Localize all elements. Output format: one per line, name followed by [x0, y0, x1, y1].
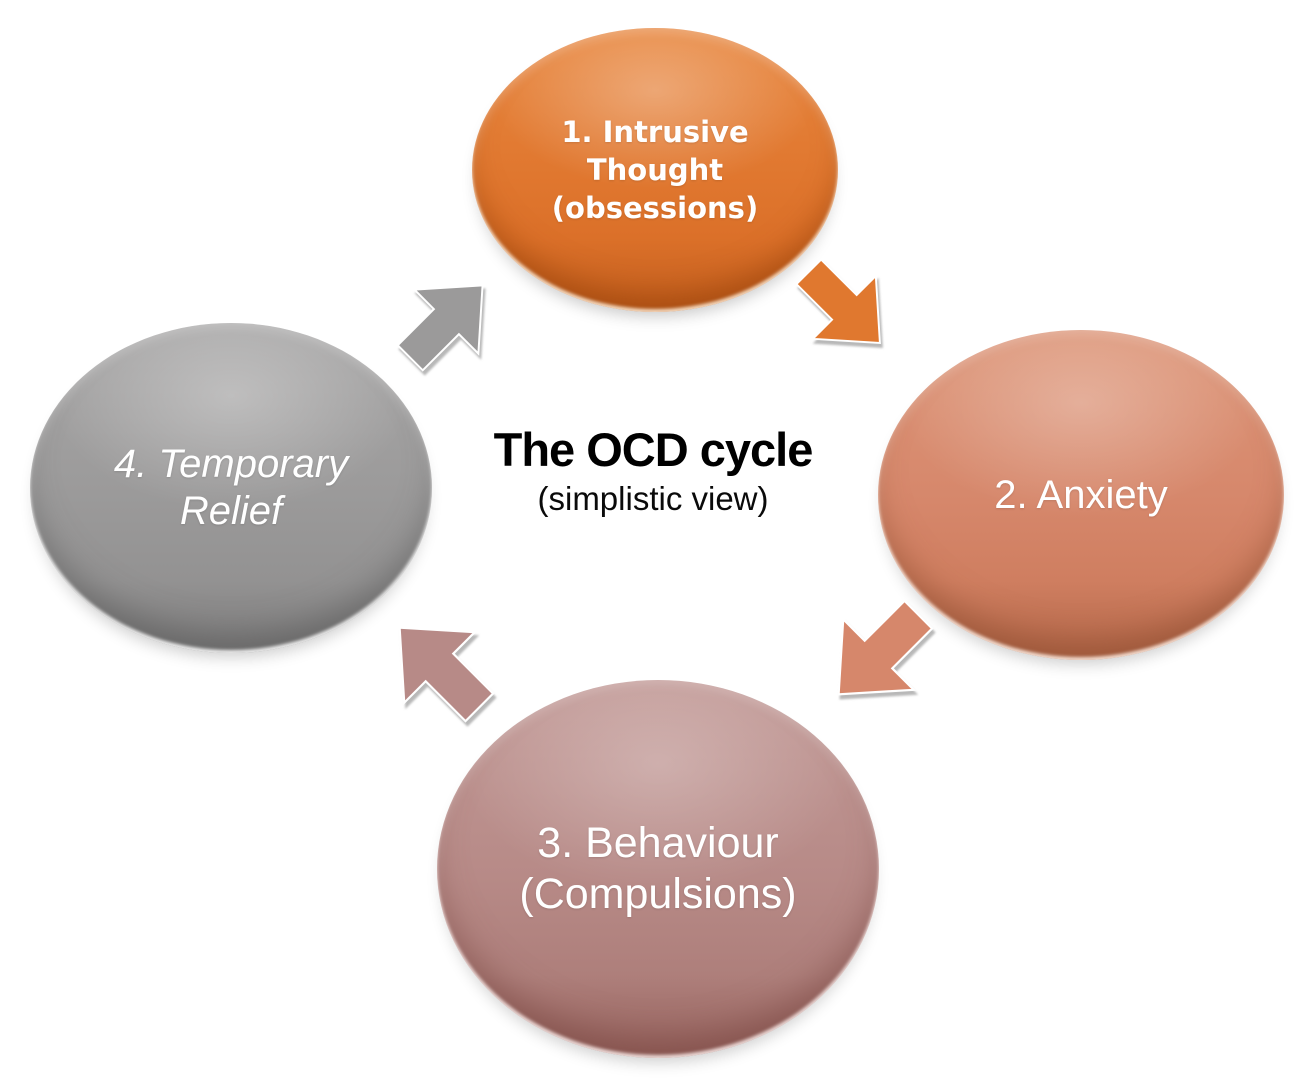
node-1-line-1: 1. Intrusive — [561, 114, 749, 149]
arrow-1-to-2-shape — [795, 258, 881, 344]
arrow-4-to-1-icon — [396, 284, 484, 372]
node-anxiety-label: 2. Anxiety — [878, 471, 1284, 519]
node-behaviour-compulsions-label: 3. Behaviour (Compulsions) — [437, 818, 879, 919]
node-4-line-2: Relief — [179, 489, 283, 533]
node-4-line-1: 4. Temporary — [113, 441, 349, 486]
arrow-2-to-3-shape — [837, 599, 934, 696]
diagram-title: The OCD cycle — [493, 423, 814, 476]
node-behaviour-compulsions: 3. Behaviour (Compulsions) — [437, 680, 879, 1058]
node-intrusive-thought: 1. Intrusive Thought (obsessions) — [472, 28, 838, 312]
node-intrusive-thought-label: 1. Intrusive Thought (obsessions) — [472, 113, 838, 228]
node-2-line-1: 2. Anxiety — [994, 473, 1168, 517]
arrow-3-to-4-shape — [398, 626, 495, 723]
arrow-2-to-3-icon — [837, 599, 934, 696]
diagram-subtitle: (simplistic view) — [537, 479, 769, 517]
node-temporary-relief-label: 4. Temporary Relief — [30, 441, 432, 535]
node-1-line-3: (obsessions) — [551, 191, 759, 226]
arrow-4-to-1-shape — [396, 284, 484, 372]
arrow-1-to-2-icon — [795, 258, 881, 344]
node-3-line-1: 3. Behaviour — [537, 819, 779, 868]
diagram-title-block: The OCD cycle (simplistic view) — [400, 424, 906, 518]
node-3-line-2: (Compulsions) — [519, 870, 797, 918]
arrow-3-to-4-icon — [398, 626, 495, 723]
node-1-line-2: Thought — [586, 152, 724, 187]
node-anxiety: 2. Anxiety — [878, 330, 1284, 660]
node-temporary-relief: 4. Temporary Relief — [30, 323, 432, 653]
